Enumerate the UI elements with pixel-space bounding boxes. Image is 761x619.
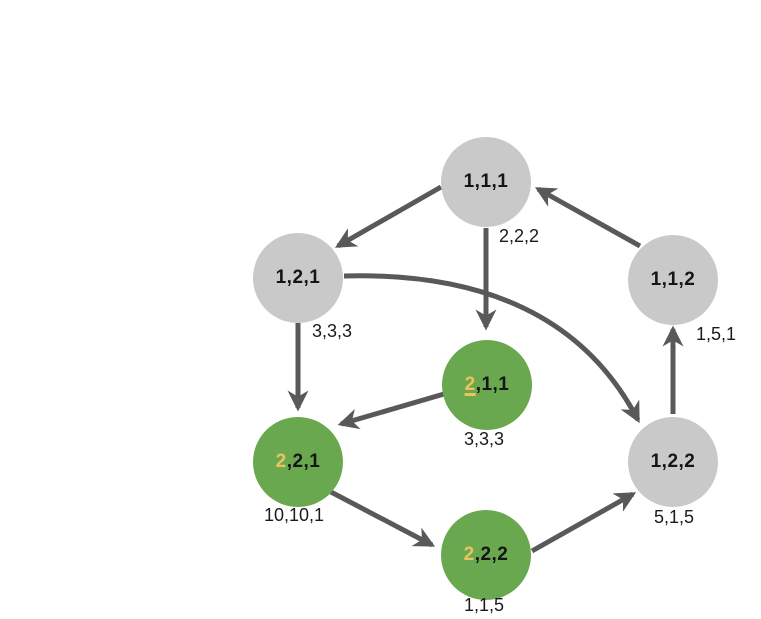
node-label: 2,2,2	[463, 544, 509, 565]
node-label: 1,1,2	[650, 269, 696, 290]
edge-112-to-111	[534, 186, 642, 249]
node-2-1-1: 2,1,1	[442, 340, 532, 430]
node-label: 1,2,1	[275, 267, 321, 288]
node-1-1-2: 1,1,2	[628, 235, 718, 325]
node-sublabel-1-2-2: 5,1,5	[654, 507, 695, 527]
node-label: 1,2,2	[650, 451, 696, 472]
node-sublabel-1-1-2: 1,5,1	[696, 324, 737, 344]
node-label: 2,1,1	[464, 374, 510, 395]
node-label: 2,2,1	[275, 451, 321, 472]
node-1-2-2: 1,2,2	[628, 417, 718, 507]
node-2-2-1: 2,2,1	[253, 417, 343, 507]
node-1-2-1: 1,2,1	[253, 233, 343, 323]
node-label: 1,1,1	[463, 171, 509, 192]
node-sublabel-1-1-1: 2,2,2	[499, 226, 540, 246]
node-2-2-2: 2,2,2	[441, 510, 531, 600]
node-sublabel-2-2-2: 1,1,5	[464, 595, 505, 615]
node-1-1-1: 1,1,1	[441, 137, 531, 227]
edge-221-to-222	[329, 489, 436, 548]
edge-211-to-221	[337, 391, 445, 430]
edge-111-to-121	[334, 184, 443, 249]
node-sublabel-1-2-1: 3,3,3	[312, 321, 353, 341]
edge-222-to-122	[530, 491, 637, 554]
node-sublabel-2-1-1: 3,3,3	[464, 429, 505, 449]
node-sublabel-2-2-1: 10,10,1	[264, 505, 325, 525]
edge-121-to-122-curved	[343, 273, 641, 424]
